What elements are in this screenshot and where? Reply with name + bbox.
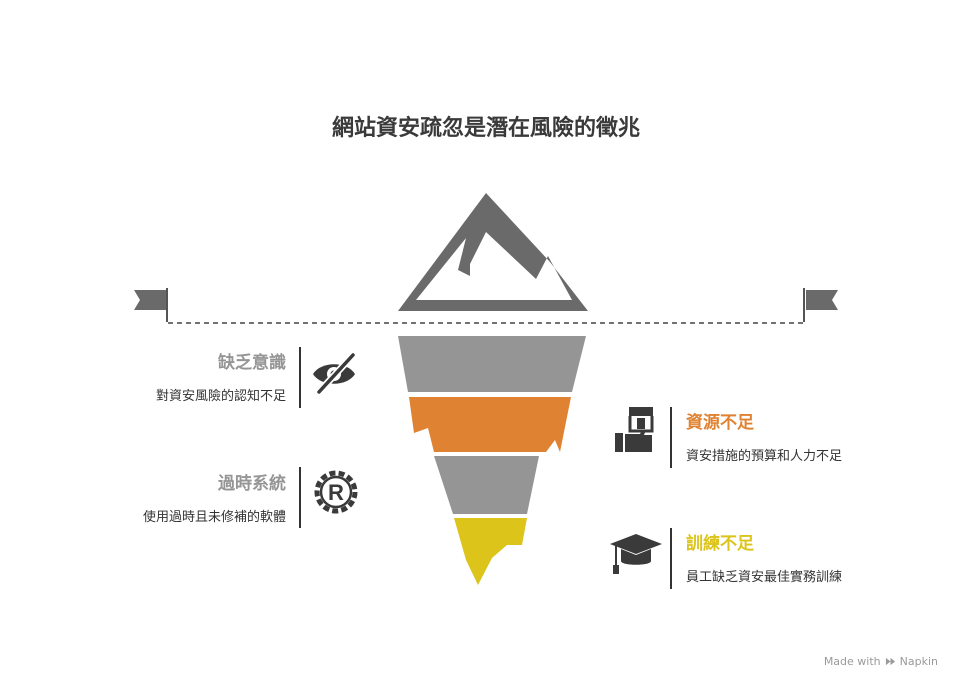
item-insufficient-training: 訓練不足 員工缺乏資安最佳實務訓練: [686, 529, 916, 585]
item-lack-awareness: 缺乏意識 對資安風險的認知不足: [66, 348, 286, 404]
item-title: 資源不足: [686, 413, 754, 433]
made-with-footer: Made with Napkin: [824, 655, 938, 668]
item-title: 缺乏意識: [218, 353, 286, 373]
layer-awareness: [398, 336, 586, 392]
registered-gear-icon: R: [314, 470, 358, 514]
left-flag: [134, 288, 168, 322]
divider-bar: [299, 347, 301, 408]
item-title: 訓練不足: [686, 534, 754, 554]
divider-bar: [670, 407, 672, 468]
eye-slash-icon: [313, 352, 356, 395]
item-insufficient-resources: 資源不足 資安措施的預算和人力不足: [686, 408, 916, 464]
item-outdated-systems: 過時系統 使用過時且未修補的軟體: [66, 469, 286, 525]
made-with-text: Made with: [823, 655, 881, 668]
layer-resources: [409, 397, 571, 452]
layer-training: [454, 518, 527, 585]
graduation-cap-icon: [610, 534, 662, 574]
item-desc: 資安措施的預算和人力不足: [686, 449, 843, 464]
iceberg-tip: [398, 193, 588, 311]
napkin-logo-icon: [885, 657, 895, 666]
divider-bar: [299, 467, 301, 528]
right-flag: [803, 288, 838, 322]
hand-money-icon: [615, 407, 654, 452]
item-desc: 對資安風險的認知不足: [155, 389, 286, 404]
divider-bar: [670, 528, 672, 589]
page-title: 網站資安疏忽是潛在風險的徵兆: [331, 116, 640, 141]
layer-outdated: [434, 456, 539, 514]
item-desc: 員工缺乏資安最佳實務訓練: [686, 570, 843, 585]
svg-text:R: R: [328, 480, 344, 505]
item-desc: 使用過時且未修補的軟體: [142, 510, 286, 525]
napkin-brand: Napkin: [899, 655, 938, 668]
item-title: 過時系統: [218, 474, 286, 494]
